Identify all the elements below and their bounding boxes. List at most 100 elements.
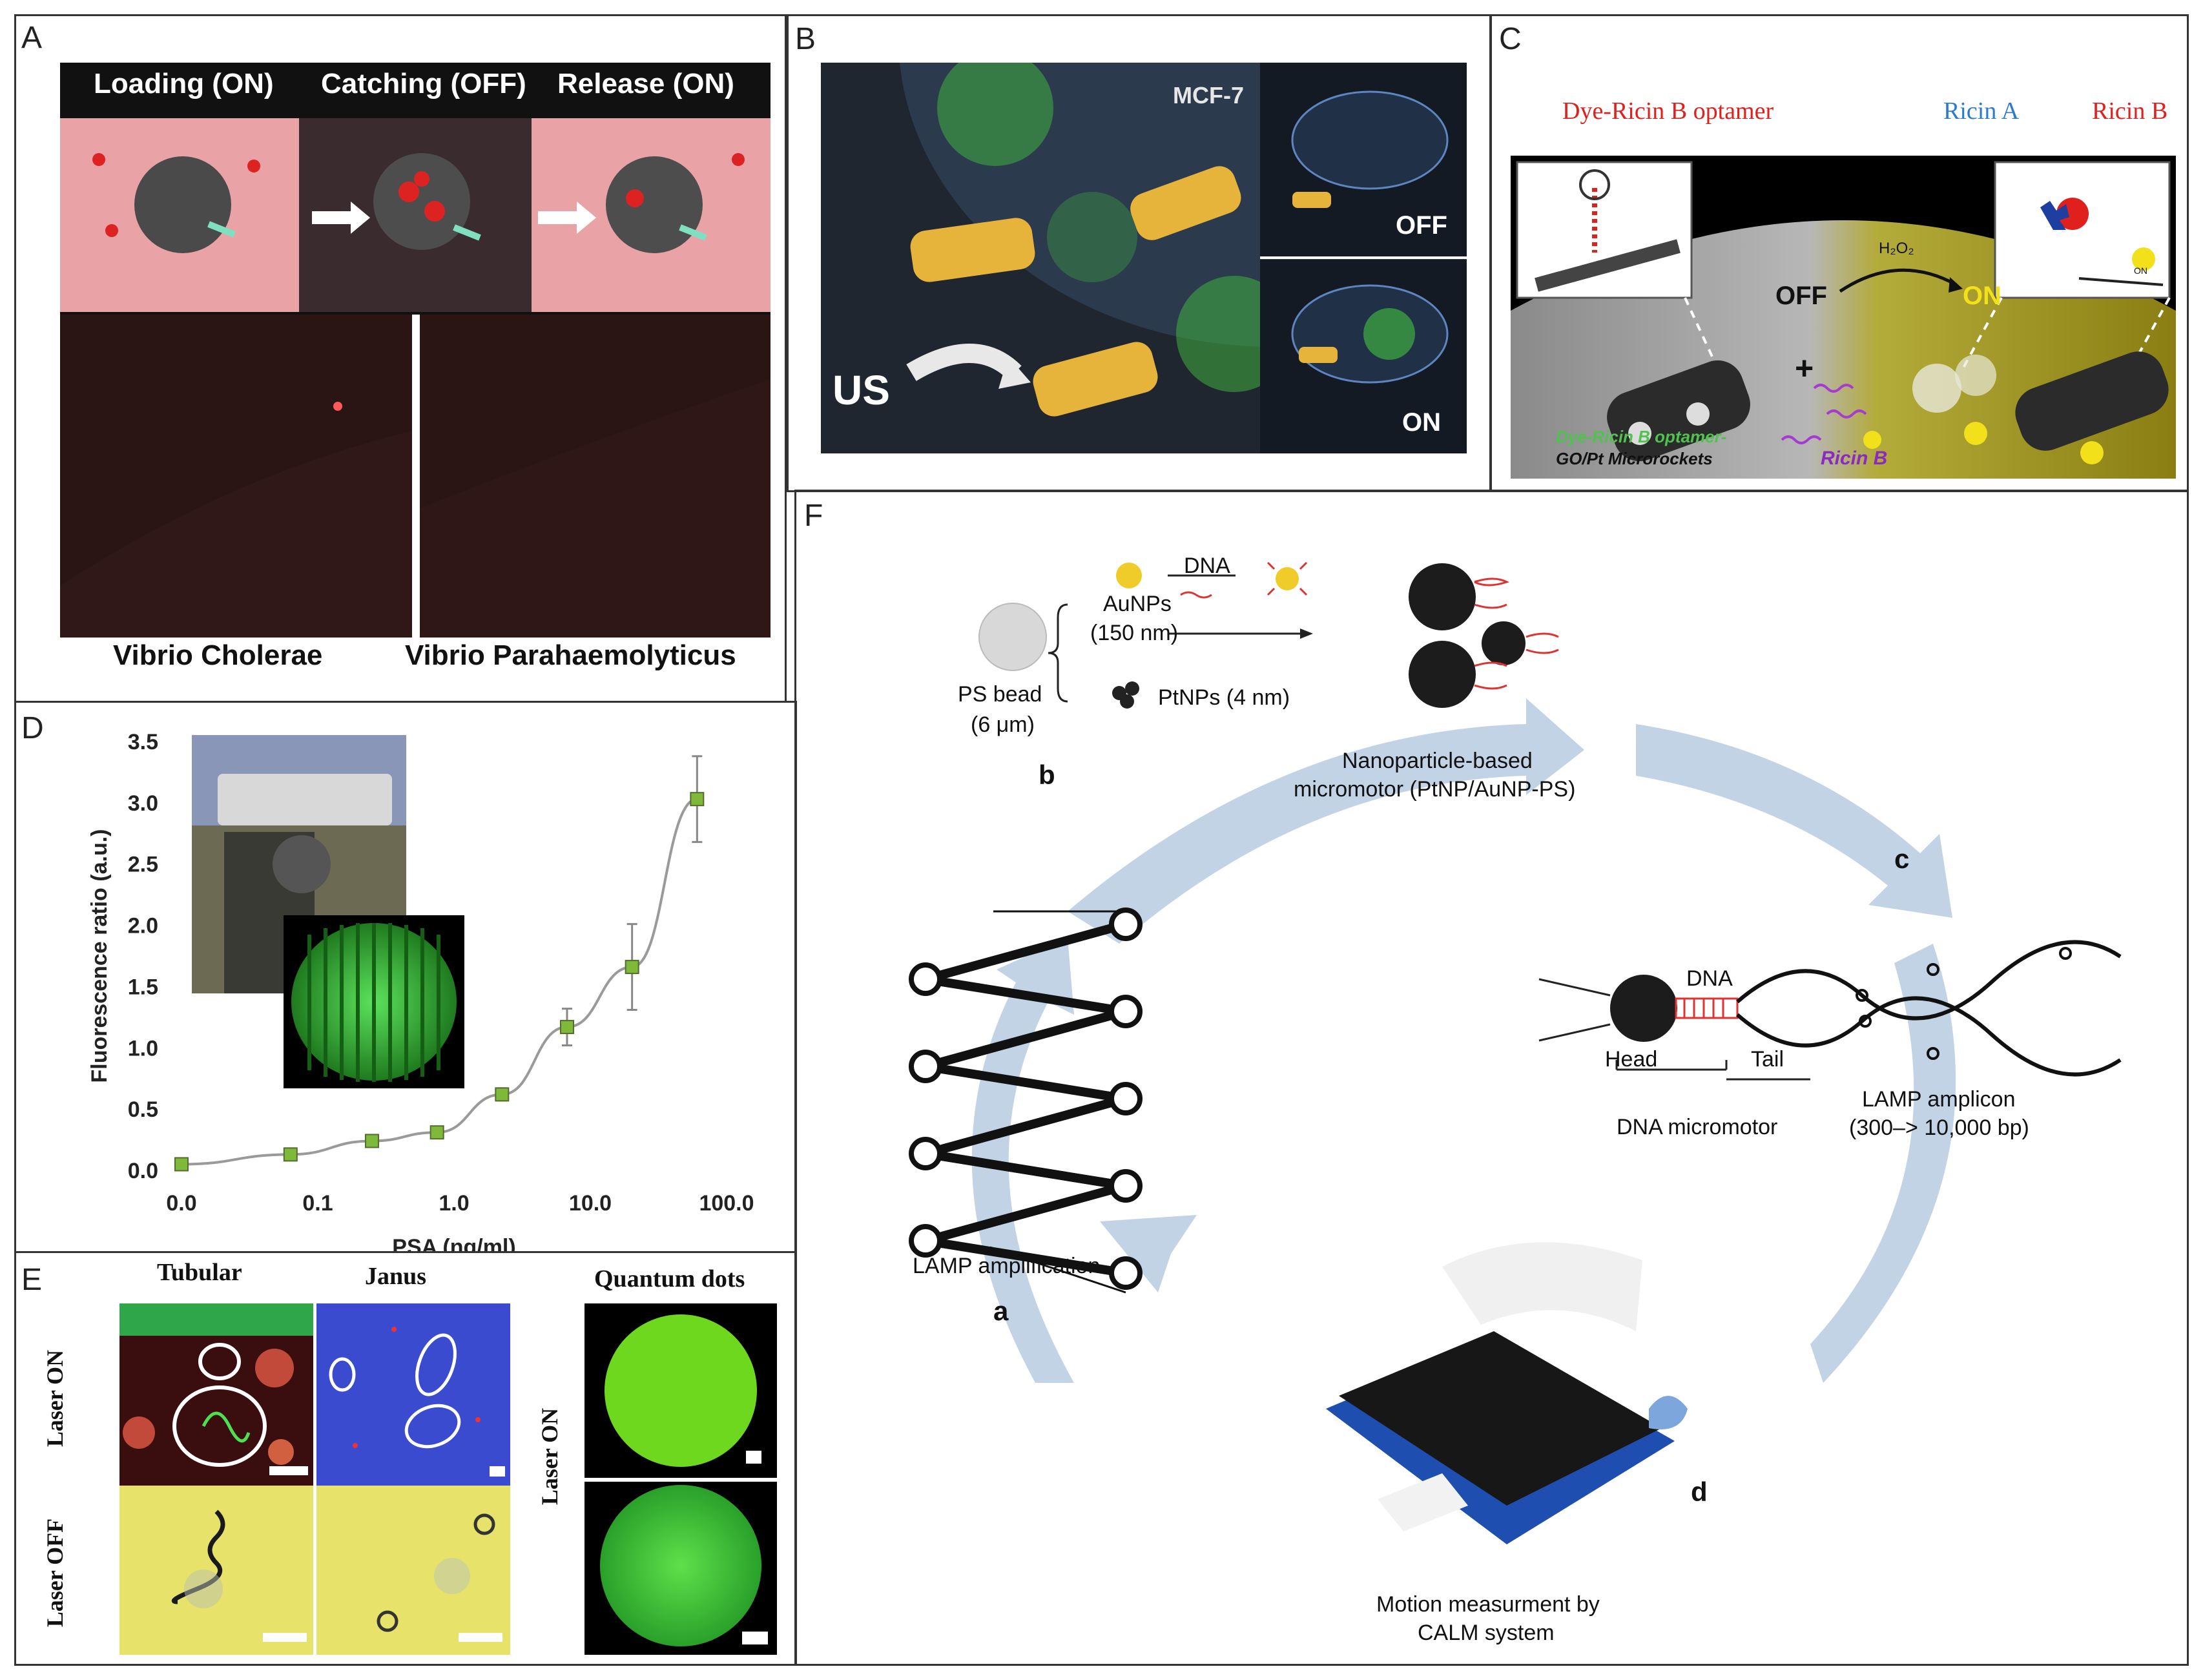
- y-tick-label: 1.5: [128, 975, 158, 999]
- cell-label: MCF-7: [1173, 82, 1244, 109]
- ricin-b-label: Ricin B: [2092, 98, 2168, 125]
- panel-f: F: [794, 490, 2189, 1666]
- lamp-cycle-diagram: [909, 561, 2122, 1544]
- panel-a-label: A: [21, 21, 43, 55]
- panel-a-schematic-art: [60, 118, 771, 312]
- aptamer-caption: Dye-Ricin B optamer-: [1556, 427, 1727, 446]
- row-laser-on: Laser ON: [42, 1349, 68, 1447]
- y-axis-title: Fluorescence ratio (a.u.): [87, 829, 112, 1083]
- janus-laser-off-image: [316, 1486, 510, 1655]
- panel-f-label: F: [804, 499, 823, 533]
- y-tick-label: 2.5: [128, 853, 158, 877]
- y-tick-label: 2.0: [128, 914, 158, 939]
- aunps-size: (150 nm): [1090, 621, 1179, 645]
- lamp-amplification-label: LAMP amplification: [913, 1254, 1101, 1278]
- aunp: [1116, 563, 1142, 588]
- stage-release: Release (ON): [557, 68, 734, 99]
- x-tick-label: 1.0: [439, 1191, 469, 1216]
- y-tick-label: 3.0: [128, 791, 158, 816]
- state-off: OFF: [1396, 211, 1447, 240]
- state-on: ON: [1402, 408, 1441, 437]
- vibrio-cholerae-image: [60, 315, 412, 638]
- amplicon-size-label: (300–> 10,000 bp): [1849, 1115, 2029, 1140]
- row-qd-laser-on: Laser ON: [537, 1407, 563, 1506]
- panel-b-label: B: [795, 22, 816, 56]
- panel-e: E Tubular Janus Quantum dots Laser ON La…: [14, 1251, 797, 1666]
- tubular-laser-off-image: [119, 1486, 313, 1655]
- dna-micromotor-head: [1610, 975, 1677, 1042]
- tubular-laser-on-image: [119, 1303, 313, 1486]
- data-point: [283, 1147, 298, 1162]
- head-label: Head: [1605, 1047, 1658, 1072]
- dna-label: DNA: [1184, 554, 1230, 578]
- calm-system-label: CALM system: [1418, 1621, 1555, 1645]
- col-tubular: Tubular: [157, 1259, 242, 1286]
- ultrasound-arrow-icon: [906, 344, 1022, 381]
- x-tick-label: 10.0: [569, 1191, 612, 1216]
- stage-catching: Catching (OFF): [321, 68, 526, 99]
- data-point: [174, 1157, 189, 1172]
- data-point: [559, 1020, 574, 1035]
- panel-c: C Dye-Ricin B optamer Ricin A Ricin B: [1489, 14, 2189, 492]
- y-tick-label: 1.0: [128, 1036, 158, 1061]
- ps-bead: [978, 603, 1047, 671]
- data-point: [429, 1125, 444, 1140]
- small-on-label: ON: [2134, 265, 2147, 276]
- aunps-label: AuNPs: [1103, 592, 1172, 616]
- state-on: ON: [1963, 282, 2001, 310]
- fluorescence-image: [284, 915, 464, 1088]
- arrow-icon: [312, 202, 370, 234]
- y-tick-label: 0.5: [128, 1097, 158, 1122]
- reaction-arrow-icon: [1839, 268, 1958, 293]
- data-point: [625, 960, 639, 975]
- ultrasound-label: US: [833, 367, 890, 413]
- data-point: [495, 1087, 510, 1102]
- microbead: [134, 156, 231, 253]
- step-c: c: [1894, 844, 1910, 874]
- qd-laser-on-image-top: [584, 1303, 777, 1478]
- microrocket-caption: GO/Pt Microrockets: [1556, 449, 1713, 468]
- calm-device: [1326, 1242, 1688, 1544]
- data-point: [690, 792, 705, 807]
- panel-b-illustration: MCF-7 OFF ON US: [821, 63, 1467, 453]
- step-a: a: [993, 1296, 1009, 1326]
- vibrio-parahaemolyticus-image: [420, 315, 771, 638]
- image-divider: [412, 315, 420, 638]
- panel-b-illustration-art: [900, 63, 1467, 453]
- col-janus: Janus: [365, 1263, 427, 1290]
- np-motor-title: Nanoparticle-based: [1342, 749, 1533, 773]
- panel-c-illustration-art: [1511, 161, 2176, 479]
- x-tick-label: 0.1: [302, 1191, 333, 1216]
- lamp-helix: [924, 920, 1127, 1278]
- caption-vibrio-cholerae: Vibrio Cholerae: [113, 639, 323, 671]
- x-axis-title: PSA (ng/ml): [392, 1235, 515, 1251]
- ptnps-label: PtNPs (4 nm): [1158, 685, 1290, 710]
- caption-vibrio-parahaemolyticus: Vibrio Parahaemolyticus: [405, 639, 736, 671]
- panel-e-label: E: [21, 1263, 43, 1297]
- ps-bead-size: (6 μm): [971, 712, 1035, 737]
- np-motor-subtitle: micromotor (PtNP/AuNP-PS): [1294, 777, 1576, 802]
- data-point: [364, 1134, 379, 1148]
- y-tick-label: 3.5: [128, 730, 158, 754]
- lamp-amplicon-label: LAMP amplicon: [1862, 1087, 2016, 1112]
- panel-a: A Loading (ON) Catching (OFF) Release: [14, 14, 787, 703]
- aptamer-label: Dye-Ricin B optamer: [1562, 98, 1774, 125]
- janus-laser-on-image: [316, 1303, 510, 1486]
- panel-b: B MCF-7 OFF: [787, 14, 1492, 492]
- arrow-icon: [538, 202, 596, 234]
- state-off: OFF: [1775, 282, 1827, 310]
- stage-loading: Loading (ON): [94, 68, 274, 99]
- panel-c-label: C: [1499, 22, 1522, 56]
- dna-micromotor-label: DNA micromotor: [1617, 1115, 1778, 1139]
- col-quantum-dots: Quantum dots: [594, 1265, 745, 1292]
- qd-laser-on-image-bottom: [584, 1482, 777, 1655]
- step-d: d: [1691, 1477, 1708, 1507]
- panel-d-label: D: [21, 711, 44, 745]
- step-b: b: [1039, 760, 1055, 790]
- tail-label: Tail: [1751, 1047, 1784, 1072]
- plus-sign: +: [1795, 350, 1814, 386]
- dna-tail-label: DNA: [1686, 966, 1733, 991]
- x-tick-label: 100.0: [699, 1191, 754, 1216]
